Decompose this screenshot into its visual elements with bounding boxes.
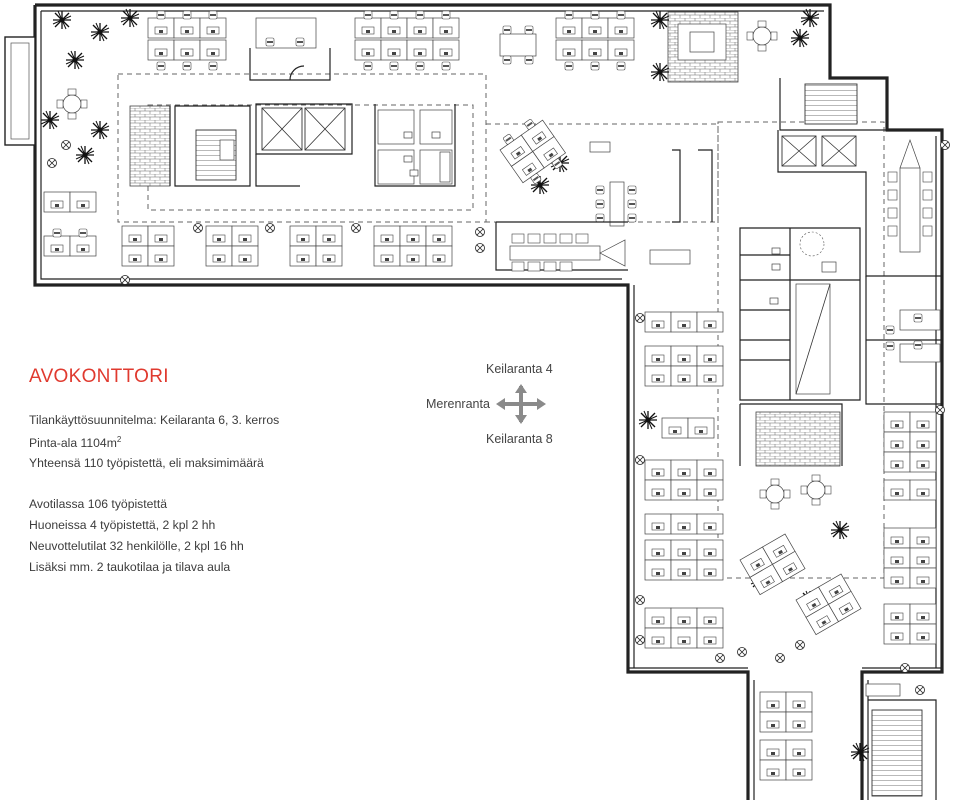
detail-line-2: Huoneissa 4 työpistettä, 2 kpl 2 hh (29, 518, 216, 532)
angled-desks (499, 118, 567, 185)
restrooms-mid (377, 109, 453, 185)
detail-line-1: Avotilassa 106 työpistettä (29, 497, 167, 511)
plan-description: Tilankäyttösuunnitelma: Keilaranta 6, 3.… (29, 413, 280, 427)
workstations-top (147, 10, 778, 83)
meeting-room-central (495, 221, 691, 272)
compass-south-label: Keilaranta 8 (486, 432, 553, 446)
south-wing (759, 683, 937, 800)
right-core (777, 78, 942, 277)
workstations-east-column (883, 411, 937, 645)
total-workstations: Yhteensä 110 työpistettä, eli maksimimää… (29, 456, 264, 470)
compass-arrows-icon (496, 384, 546, 424)
compass-west-label: Merenranta (426, 397, 490, 411)
detail-line-4: Lisäksi mm. 2 taukotilaa ja tilava aula (29, 560, 231, 574)
detail-line-3: Neuvottelutilat 32 henkilölle, 2 kpl 16 … (29, 539, 244, 553)
meeting-room-north (589, 141, 713, 227)
restrooms-east (739, 227, 861, 467)
workstations-row2 (121, 225, 453, 267)
workstations-west-column (644, 311, 724, 649)
page-title: AVOKONTTORI (29, 366, 169, 387)
private-offices (865, 276, 942, 405)
area-value: Pinta-ala 1104m (29, 436, 117, 451)
central-lounge (739, 474, 862, 636)
left-lounge (43, 88, 97, 257)
core (129, 103, 456, 187)
compass-north-label: Keilaranta 4 (486, 362, 553, 376)
area-unit-superscript: 2 (116, 435, 122, 444)
area-label: Pinta-ala 1104m2 (29, 435, 121, 450)
